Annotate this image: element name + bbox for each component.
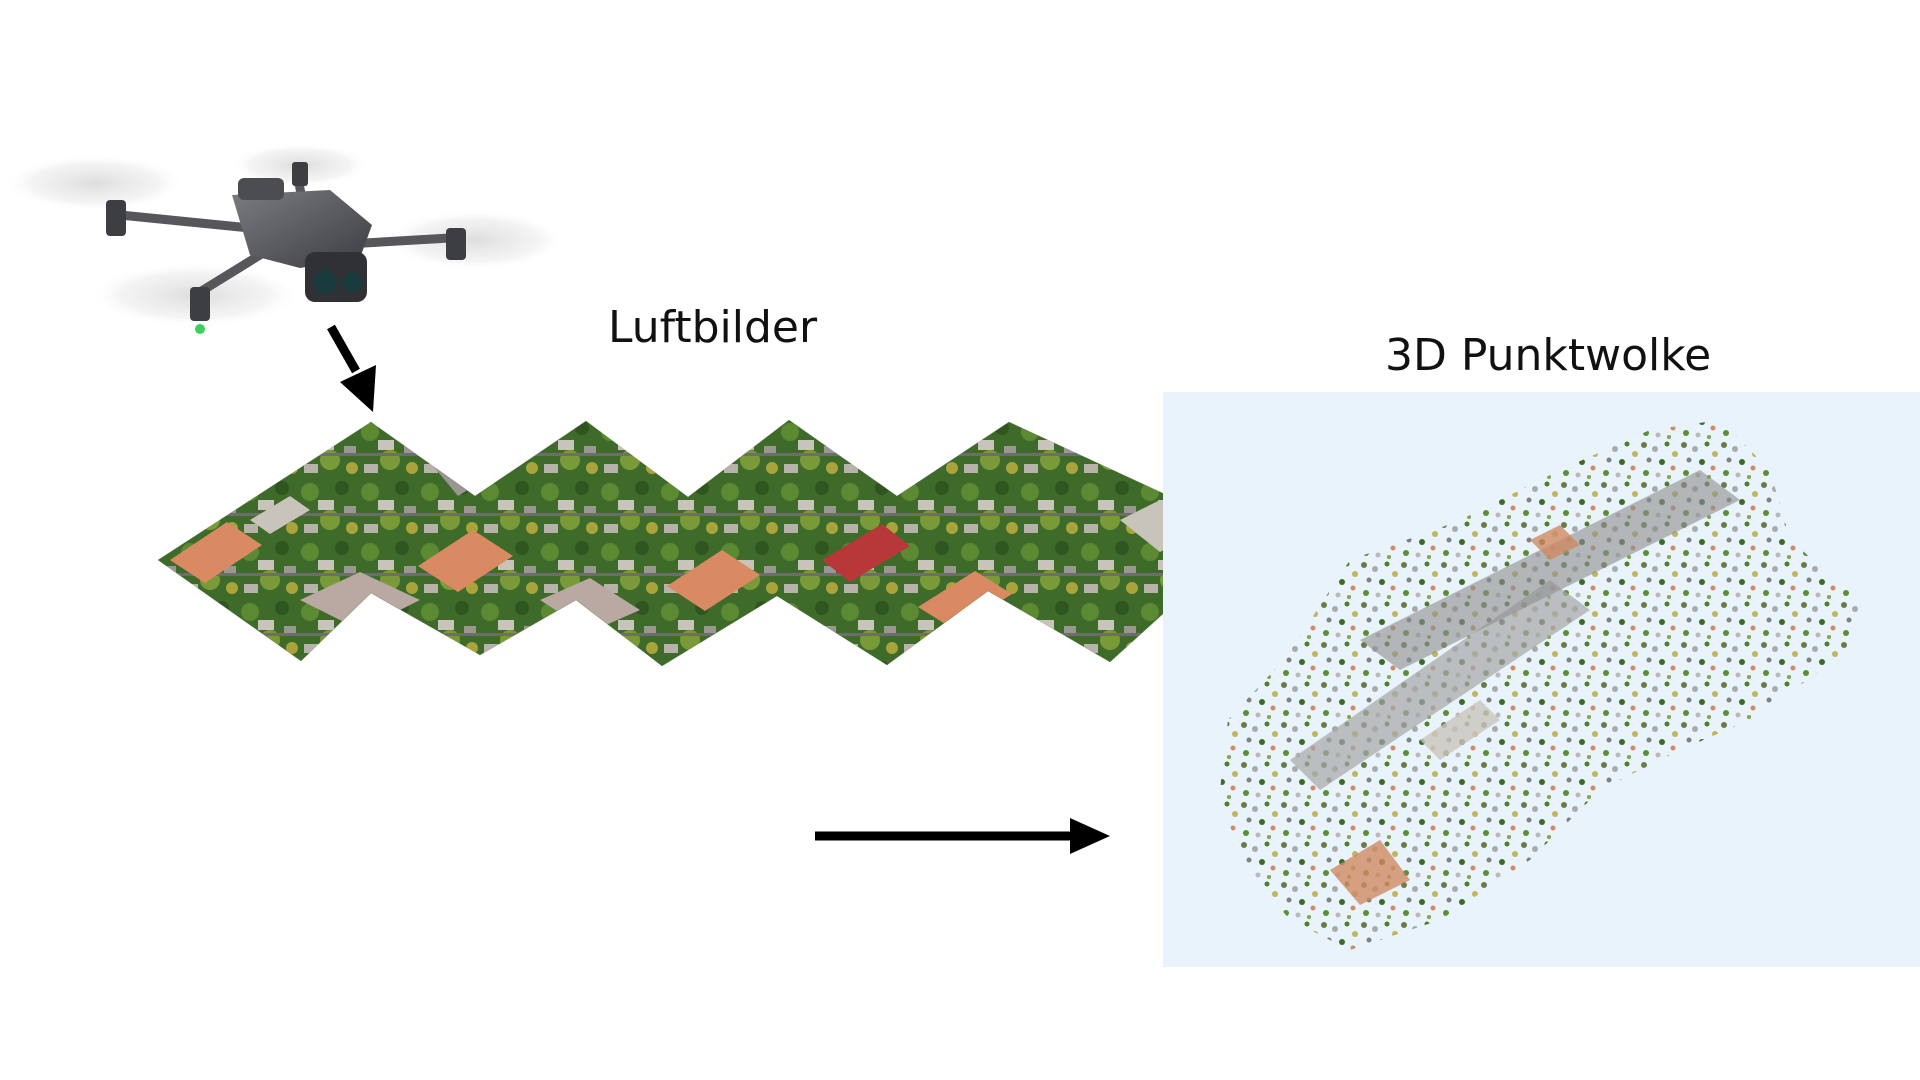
arrow-down-icon [327, 324, 376, 412]
aerial-images-label: Luftbilder [608, 302, 818, 353]
aerial-image-strip [157, 419, 1252, 667]
drone-icon [5, 143, 565, 334]
point-cloud-panel [1163, 392, 1920, 967]
arrow-right-icon [815, 818, 1110, 854]
point-cloud-label: 3D Punktwolke [1385, 330, 1712, 381]
